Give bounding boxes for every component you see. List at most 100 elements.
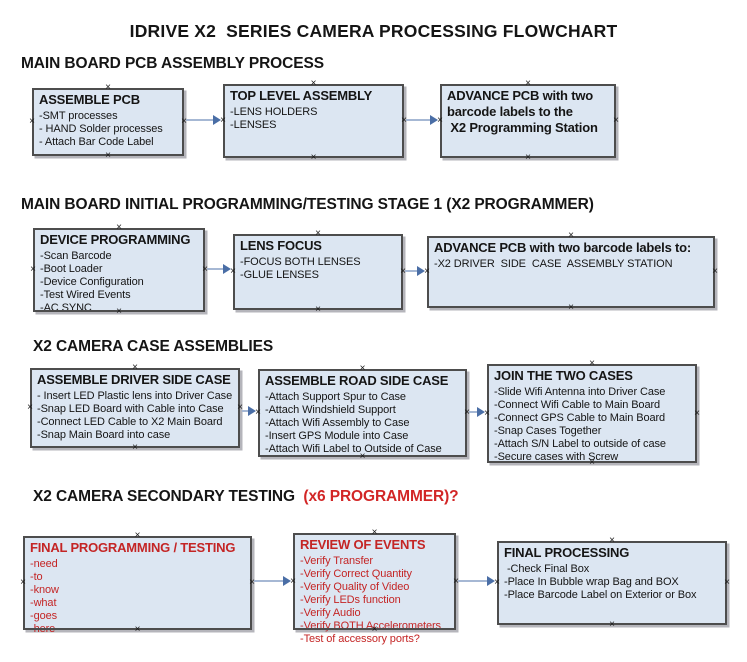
box-title-line: ASSEMBLE PCB <box>39 92 140 107</box>
box-item: -Verify Audio <box>300 607 361 619</box>
flow-arrow <box>242 410 250 412</box>
connector-handle-icon: × <box>105 150 111 161</box>
section-heading-text: X2 CAMERA CASE ASSEMBLIES <box>33 338 274 355</box>
box-title-line: JOIN THE TWO CASES <box>494 368 633 383</box>
connector-handle-icon: × <box>568 302 574 313</box>
box-title: ASSEMBLE DRIVER SIDE CASE <box>37 372 233 388</box>
box-title-line: X2 Programming Station <box>447 120 598 135</box>
flow-box[interactable]: FINAL PROGRAMMING / TESTING -need-to-know… <box>20 531 255 636</box>
box-title: ASSEMBLE ROAD SIDE CASE <box>265 373 460 389</box>
arrow-head-icon <box>223 264 231 274</box>
flow-box[interactable]: ADVANCE PCB with two barcode labels to:-… <box>424 231 718 313</box>
box-item: -Connect LED Cable to X2 Main Board <box>37 416 223 428</box>
box-item: -Check Final Box <box>504 563 590 575</box>
connector-handle-icon: × <box>27 402 33 413</box>
connector-handle-icon: × <box>315 304 321 315</box>
arrow-head-icon <box>417 266 425 276</box>
connector-handle-icon: × <box>712 266 718 277</box>
box-item-list: -Check Final Box-Place In Bubble wrap Ba… <box>504 563 720 602</box>
box-item: -Attach Wifi Label to Outside of Case <box>265 443 442 455</box>
box-title: LENS FOCUS <box>240 238 396 254</box>
flow-box[interactable]: REVIEW OF EVENTS-Verify Transfer-Verify … <box>290 528 459 646</box>
box-item-list: -Scan Barcode-Boot Loader-Device Configu… <box>40 250 198 315</box>
box-item: -Attach Support Spur to Case <box>265 391 406 403</box>
box-item: -what <box>30 597 57 609</box>
box-title-line: FINAL PROCESSING <box>504 545 630 560</box>
box-item: -need <box>30 558 58 570</box>
box-title: REVIEW OF EVENTS <box>300 537 449 553</box>
connector-handle-icon: × <box>30 264 36 275</box>
box-title: ASSEMBLE PCB <box>39 92 177 108</box>
flow-box[interactable]: DEVICE PROGRAMMING -Scan Barcode-Boot Loa… <box>30 223 208 317</box>
box-item: -Test Wired Events <box>40 289 131 301</box>
box-item-list: -Attach Support Spur to Case-Attach Wind… <box>265 391 460 456</box>
box-item: -GLUE LENSES <box>240 269 319 281</box>
box-item-list: - Insert LED Plastic lens into Driver Ca… <box>37 390 233 442</box>
box-title: TOP LEVEL ASSEMBLY <box>230 88 397 104</box>
box-title-line: TOP LEVEL ASSEMBLY <box>230 88 373 103</box>
box-item: -Secure cases with Screw <box>494 451 619 463</box>
flow-box[interactable]: LENS FOCUS -FOCUS BOTH LENSES-GLUE LENSES… <box>230 229 406 315</box>
box-item: -LENS HOLDERS <box>230 106 318 118</box>
flow-arrow <box>406 119 432 121</box>
box-item: - Insert LED Plastic lens into Driver Ca… <box>37 390 233 402</box>
box-item: -Verify Correct Quantity <box>300 568 412 580</box>
box-item-list: -SMT processes- HAND Solder processes- A… <box>39 110 177 149</box>
box-item: -Device Configuration <box>40 276 144 288</box>
arrow-head-icon <box>487 576 495 586</box>
box-item: -to <box>30 571 43 583</box>
connector-handle-icon: × <box>202 264 208 275</box>
box-item-list: -FOCUS BOTH LENSES-GLUE LENSES <box>240 256 396 282</box>
box-item: -SMT processes <box>39 110 118 122</box>
box-item: - HAND Solder processes <box>39 123 163 135</box>
flow-box[interactable]: ASSEMBLE DRIVER SIDE CASE - Insert LED Pl… <box>27 363 243 453</box>
connector-handle-icon: × <box>613 115 619 126</box>
flow-box[interactable]: JOIN THE TWO CASES -Slide Wifi Antenna in… <box>484 359 700 468</box>
box-item: -X2 DRIVER SIDE CASE ASSEMBLY STATION <box>434 258 673 270</box>
flow-box[interactable]: ASSEMBLE PCB -SMT processes- HAND Solder … <box>29 83 187 161</box>
box-item: -Snap LED Board with Cable into Case <box>37 403 224 415</box>
connector-handle-icon: × <box>310 152 317 163</box>
box-title: JOIN THE TWO CASES <box>494 368 690 384</box>
flow-arrow <box>186 119 215 121</box>
box-item: -FOCUS BOTH LENSES <box>240 256 361 268</box>
section-heading-text: MAIN BOARD PCB ASSEMBLY PROCESS <box>21 55 324 72</box>
section-heading: MAIN BOARD PCB ASSEMBLY PROCESS <box>21 55 324 73</box>
connector-handle-icon: × <box>464 407 470 418</box>
box-item-list: -Slide Wifi Antenna into Driver Case-Con… <box>494 386 690 464</box>
flow-box[interactable]: FINAL PROCESSING -Check Final Box-Place … <box>494 536 730 630</box>
section-heading: MAIN BOARD INITIAL PROGRAMMING/TESTING S… <box>21 196 594 214</box>
section-heading-suffix: (x6 PROGRAMMER)? <box>294 488 459 505</box>
box-item: -Attach S/N Label to outside of case <box>494 438 666 450</box>
box-title: DEVICE PROGRAMMING <box>40 232 198 248</box>
flow-arrow <box>469 411 479 413</box>
box-item: -AC SYNC <box>40 302 92 314</box>
box-item: -know <box>30 584 59 596</box>
box-item: -goes <box>30 610 58 622</box>
connector-handle-icon: × <box>20 577 26 588</box>
connector-handle-icon: × <box>609 619 615 630</box>
box-item-list: -Verify Transfer-Verify Correct Quantity… <box>300 555 449 646</box>
arrow-head-icon <box>213 115 221 125</box>
flow-arrow <box>405 270 419 272</box>
box-item: -Verify BOTH Accelerometers <box>300 620 441 632</box>
box-item: -Snap Cases Together <box>494 425 602 437</box>
flow-arrow <box>254 580 285 582</box>
box-item: -Connect GPS Cable to Main Board <box>494 412 666 424</box>
flow-arrow <box>207 268 225 270</box>
section-heading: X2 CAMERA CASE ASSEMBLIES <box>33 338 273 356</box>
arrow-head-icon <box>430 115 438 125</box>
flow-box[interactable]: TOP LEVEL ASSEMBLY-LENS HOLDERS-LENSES××… <box>220 79 407 163</box>
connector-handle-icon: × <box>132 442 138 453</box>
box-item: -Verify Transfer <box>300 555 373 567</box>
box-item: -Place In Bubble wrap Bag and BOX <box>504 576 679 588</box>
box-title-line: ASSEMBLE DRIVER SIDE CASE <box>37 372 231 387</box>
box-title: FINAL PROGRAMMING / TESTING <box>30 540 245 556</box>
box-item-list: -LENS HOLDERS-LENSES <box>230 106 397 132</box>
box-item-list: -need-to-know-what-goes-here <box>30 558 245 636</box>
box-item-list: -X2 DRIVER SIDE CASE ASSEMBLY STATION <box>434 258 708 271</box>
flow-box[interactable]: ASSEMBLE ROAD SIDE CASE -Attach Support S… <box>255 364 470 462</box>
